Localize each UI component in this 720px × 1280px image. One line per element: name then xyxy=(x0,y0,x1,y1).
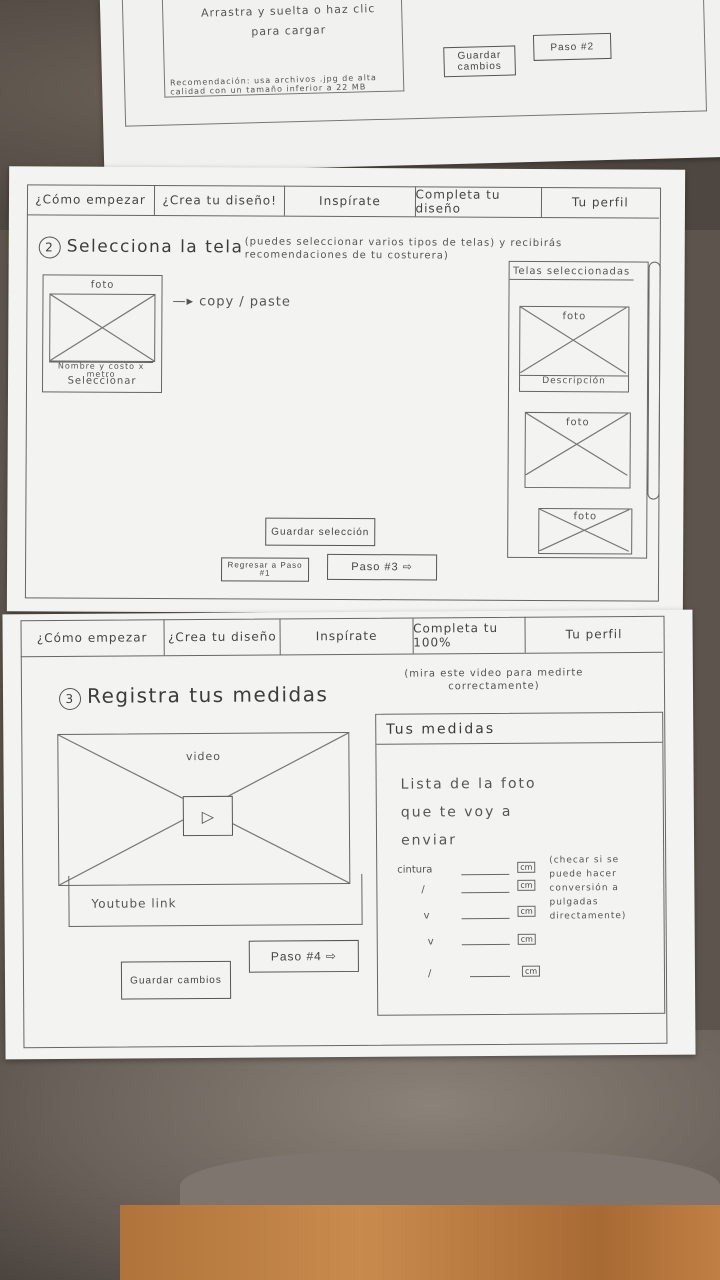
tab-completa-tu-diseno[interactable]: Completa tu 100% xyxy=(413,616,526,654)
next-step-2-button[interactable]: Paso #2 xyxy=(532,32,612,61)
tab-crea-tu-diseno[interactable]: ¿Crea tu diseño! xyxy=(155,184,286,216)
fabric-card: foto Nombre y costo x metro Seleccionar xyxy=(41,274,163,394)
sketch-page-step3: ¿Cómo empezar ¿Crea tu diseño Inspírate … xyxy=(2,609,696,1060)
measurement-label: / xyxy=(421,884,425,896)
video-link-bar: Youtube link xyxy=(68,873,363,927)
selected-fabric-item: foto xyxy=(538,508,633,555)
fabric-description: Descripción xyxy=(520,374,629,387)
next-step-3-button[interactable]: Paso #3 ⇨ xyxy=(327,553,438,581)
arrow-right-icon: ⇨ xyxy=(325,948,337,963)
fabric-photo-placeholder xyxy=(520,307,626,374)
measurement-input[interactable] xyxy=(461,917,510,920)
selected-fabrics-scrollbar[interactable] xyxy=(647,261,661,500)
next-step-3-label: Paso #3 xyxy=(351,560,399,573)
measurement-input[interactable] xyxy=(461,873,510,876)
save-changes-button[interactable]: Guardar cambios xyxy=(120,960,232,1000)
measurement-label: v xyxy=(423,910,430,922)
video-label: video xyxy=(185,749,222,764)
unit-label: cm xyxy=(517,879,536,891)
sketch-page-step2: ¿Cómo empezar ¿Crea tu diseño! Inspírate… xyxy=(6,166,686,615)
measurement-label: v xyxy=(427,936,434,948)
play-icon[interactable]: ▷ xyxy=(182,795,234,837)
fabric-photo-placeholder xyxy=(526,413,628,476)
next-step-4-label: Paso #4 xyxy=(270,948,322,964)
tab-tu-perfil[interactable]: Tu perfil xyxy=(571,195,629,210)
select-fabric-link[interactable]: Seleccionar xyxy=(67,375,137,387)
wooden-floor xyxy=(120,1205,720,1280)
copy-paste-note: —▸ copy / paste xyxy=(172,294,291,310)
measurement-input[interactable] xyxy=(461,943,510,946)
unit-label: cm xyxy=(517,861,536,873)
upload-text: Arrastra y suelta o haz clic para cargar xyxy=(200,2,376,39)
save-selection-button[interactable]: Guardar selección xyxy=(265,517,376,547)
selected-fabric-item: foto xyxy=(524,411,631,489)
step-3-note: (mira este video para medirte correctame… xyxy=(404,667,584,693)
video-placeholder[interactable]: video ▷ xyxy=(57,731,351,887)
tab-crea-tu-diseno[interactable]: ¿Crea tu diseño xyxy=(164,618,282,656)
step-number: 3 xyxy=(58,687,82,711)
nav-tabs: ¿Cómo empezar ¿Crea tu diseño! Inspírate… xyxy=(26,184,660,219)
unit-label: cm xyxy=(517,905,536,917)
next-step-4-button[interactable]: Paso #4 ⇨ xyxy=(248,939,359,973)
tab-tu-perfil[interactable]: Tu perfil xyxy=(565,627,623,642)
tab-como-empezar[interactable]: ¿Cómo empezar xyxy=(26,184,156,215)
measurements-panel: Tus medidas Lista de la foto que te voy … xyxy=(375,711,666,1016)
arrow-right-icon: ⇨ xyxy=(402,560,413,573)
measurement-input[interactable] xyxy=(469,975,510,978)
arrow-right-icon: —▸ xyxy=(172,294,200,310)
selected-fabrics-panel: Telas seleccionadas foto Descripción fot… xyxy=(507,260,649,559)
copy-paste-text: copy / paste xyxy=(199,294,291,310)
tab-completa-tu-diseno[interactable]: Completa tu diseño xyxy=(415,186,542,218)
nav-tabs: ¿Cómo empezar ¿Crea tu diseño Inspírate … xyxy=(20,615,663,658)
back-to-step-1-button[interactable]: Regresar a Paso #1 xyxy=(220,557,310,582)
tab-como-empezar[interactable]: ¿Cómo empezar xyxy=(20,619,165,657)
measurement-label: / xyxy=(427,968,432,980)
sketch-page-step1: Arrastra y suelta o haz clic para cargar… xyxy=(99,0,720,174)
selected-fabrics-title: Telas seleccionadas xyxy=(509,265,634,281)
measurements-instructions: Lista de la foto que te voy a enviar xyxy=(400,775,537,849)
step-title-text: Selecciona la tela xyxy=(66,236,244,258)
selected-fabric-item: foto Descripción xyxy=(518,305,630,393)
unit-label: cm xyxy=(517,933,536,945)
measurement-label: cintura xyxy=(397,864,433,876)
measurement-input[interactable] xyxy=(461,891,510,894)
step-2-note: (puedes seleccionar varios tipos de tela… xyxy=(244,236,563,262)
tab-inspirate[interactable]: Inspírate xyxy=(285,185,416,217)
measurements-title: Tus medidas xyxy=(376,712,663,745)
step-number: 2 xyxy=(38,236,61,259)
fabric-photo-placeholder xyxy=(49,293,156,363)
tab-inspirate[interactable]: Inspírate xyxy=(280,617,414,655)
fabric-photo-placeholder xyxy=(539,509,629,551)
unit-label: cm xyxy=(521,965,541,977)
photo-label: foto xyxy=(90,279,115,291)
conversion-note: (checar si se puede hacer conversión a p… xyxy=(549,855,627,922)
youtube-link[interactable]: Youtube link xyxy=(91,896,177,911)
step-title-text: Registra tus medidas xyxy=(86,682,329,708)
save-changes-button[interactable]: Guardar cambios xyxy=(443,45,516,78)
